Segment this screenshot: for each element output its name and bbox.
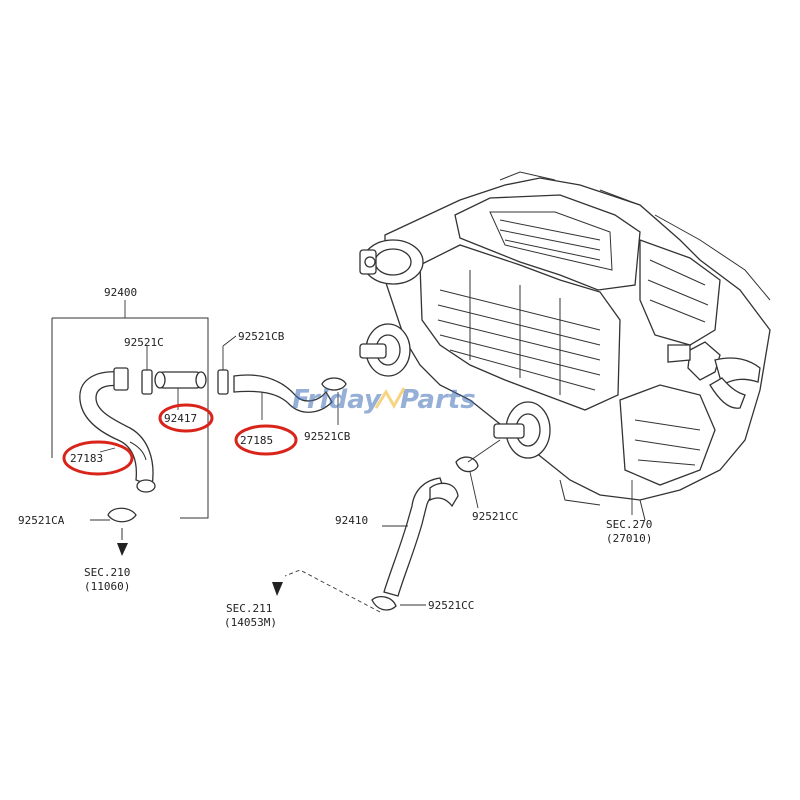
sec211-pointer [272, 569, 381, 613]
sec210-arrow [117, 543, 128, 556]
label-92521cb-mid: 92521CB [304, 430, 351, 443]
label-sec210-ref: (11060) [84, 580, 130, 593]
label-92521cc-lower: 92521CC [428, 599, 474, 612]
clamp-92521c-drawing [141, 346, 153, 395]
label-92521cb-top: 92521CB [238, 330, 285, 343]
hose-27185-drawing [217, 335, 347, 425]
pipe-92417-drawing [154, 371, 207, 410]
watermark: Friday Parts [292, 385, 476, 415]
highlight-ellipse-92417 [158, 403, 214, 433]
label-92400: 92400 [104, 286, 137, 299]
label-sec210-title: SEC.210 [84, 566, 130, 579]
watermark-part2: Parts [400, 385, 476, 415]
label-27183: 27183 [70, 452, 103, 465]
label-92521ca: 92521CA [18, 514, 65, 527]
hose-27183-leader [99, 447, 116, 453]
label-sec270-title: SEC.270 [606, 518, 652, 531]
label-92417: 92417 [164, 412, 197, 425]
label-27185: 27185 [240, 434, 273, 447]
label-92521cc-upper: 92521CC [472, 510, 518, 523]
label-sec270-ref: (27010) [606, 532, 652, 545]
hose-92410-drawing [371, 439, 501, 611]
heater-unit-drawing [359, 171, 771, 521]
highlight-ellipse-27185 [234, 424, 298, 456]
label-sec211-ref: (14053M) [224, 616, 277, 629]
watermark-part1: Friday [292, 385, 382, 415]
label-sec211-title: SEC.211 [226, 602, 272, 615]
label-92410: 92410 [335, 514, 368, 527]
highlight-ellipse-27183 [62, 440, 134, 476]
hose-27183-drawing [79, 367, 156, 493]
clamp-92521ca-drawing [90, 507, 137, 540]
assembly-92400-box [51, 300, 209, 519]
label-92521c: 92521C [124, 336, 164, 349]
